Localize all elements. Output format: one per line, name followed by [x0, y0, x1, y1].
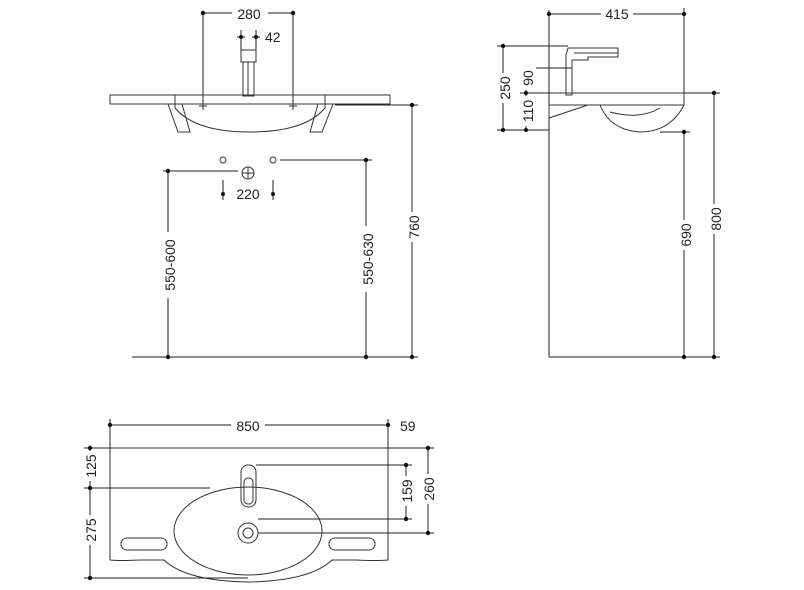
faucet-front	[240, 49, 257, 97]
dim-back-depth: 125	[83, 454, 99, 478]
dim-rim-offset: 59	[400, 418, 416, 434]
basin-side	[548, 92, 685, 133]
side-view: 415 250 90 110	[496, 5, 724, 360]
dim-left-height: 550-600	[162, 239, 178, 291]
dim-tap-width: 42	[265, 29, 281, 45]
mounting-holes	[219, 156, 277, 180]
dim-hole-spacing: 280	[237, 6, 261, 22]
dim-underside-height: 690	[678, 223, 694, 247]
dim-tap-height: 250	[497, 76, 513, 100]
basin-top	[109, 447, 389, 583]
faucet-top	[240, 464, 257, 508]
faucet-side	[565, 47, 619, 96]
top-view: 850 59 125 275	[82, 416, 437, 583]
front-view: 280 42	[109, 4, 422, 360]
dim-bracket-spacing: 220	[236, 186, 260, 202]
dim-depth: 415	[605, 6, 629, 22]
dim-width: 850	[236, 418, 260, 434]
dim-basin-thickness: 110	[520, 100, 536, 123]
dim-rim-height: 800	[708, 207, 724, 231]
dim-tap-to-drain: 159	[399, 479, 415, 503]
dim-drain-depth: 260	[421, 477, 437, 501]
drain-top	[237, 522, 259, 544]
dim-front-depth: 275	[83, 518, 99, 542]
basin-front	[109, 94, 391, 133]
dim-right-height: 550-630	[360, 233, 376, 285]
dim-total-height: 760	[406, 215, 422, 239]
dim-tap-offset: 90	[520, 70, 536, 86]
